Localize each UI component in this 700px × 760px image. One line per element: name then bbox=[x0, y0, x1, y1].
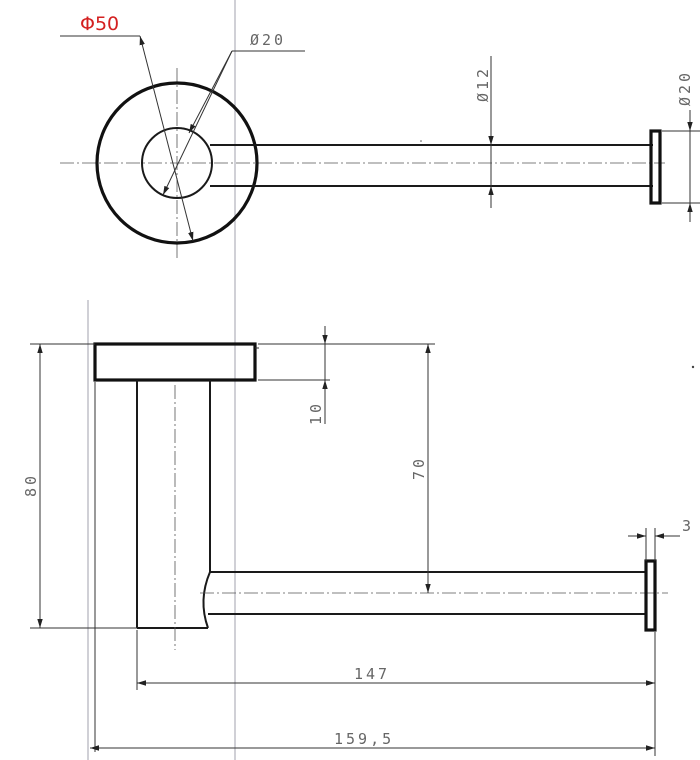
total-length-label: 159,5 bbox=[334, 730, 394, 748]
inner-diameter-arrow-2 bbox=[188, 50, 233, 134]
rod-length-label: 147 bbox=[354, 665, 390, 683]
rod-height-label: 70 bbox=[410, 456, 428, 480]
cap-diameter-label: Ø20 bbox=[676, 70, 694, 106]
base-plate bbox=[93, 342, 257, 382]
post-rod-joint bbox=[202, 571, 211, 629]
outer-diameter-arrow bbox=[139, 35, 194, 242]
rod-diameter-label: Ø12 bbox=[474, 66, 492, 102]
side-end-cap bbox=[644, 559, 657, 632]
scan-speck bbox=[691, 365, 695, 369]
side-view: 80 10 70 3 147 159,5 bbox=[22, 326, 694, 756]
inner-diameter-arrow bbox=[162, 50, 233, 196]
inner-diameter-label: Ø20 bbox=[250, 31, 286, 49]
total-height-label: 80 bbox=[22, 473, 40, 497]
scan-speck-2 bbox=[420, 140, 422, 142]
top-view: Φ50 Ø20 Ø12 Ø20 bbox=[60, 13, 700, 258]
cap-thickness-label: 3 bbox=[682, 517, 694, 535]
outer-diameter-label: Φ50 bbox=[80, 13, 119, 35]
end-cap bbox=[649, 129, 662, 205]
base-thickness-label: 10 bbox=[307, 401, 325, 425]
